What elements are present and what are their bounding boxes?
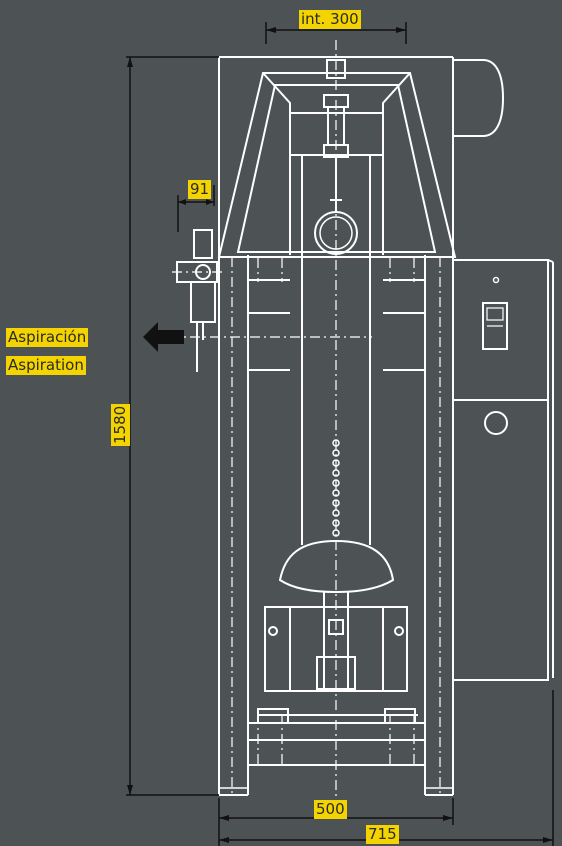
dimension-base-width: 500 <box>314 800 347 819</box>
dimension-regulator-offset: 91 <box>188 180 212 199</box>
machine-frame <box>176 56 554 796</box>
label-aspiration-es: Aspiración <box>6 328 89 347</box>
chain <box>332 439 340 537</box>
dimension-top-width: int. 300 <box>299 10 361 29</box>
dimension-height: 1580 <box>111 403 130 446</box>
center-lines <box>170 40 441 808</box>
dimension-overall-width: 715 <box>366 825 399 844</box>
aspiration-arrow-icon <box>143 322 184 352</box>
dimension-lines <box>126 22 554 846</box>
dimension-arrowheads <box>127 27 553 843</box>
label-aspiration-en: Aspiration <box>6 356 86 375</box>
